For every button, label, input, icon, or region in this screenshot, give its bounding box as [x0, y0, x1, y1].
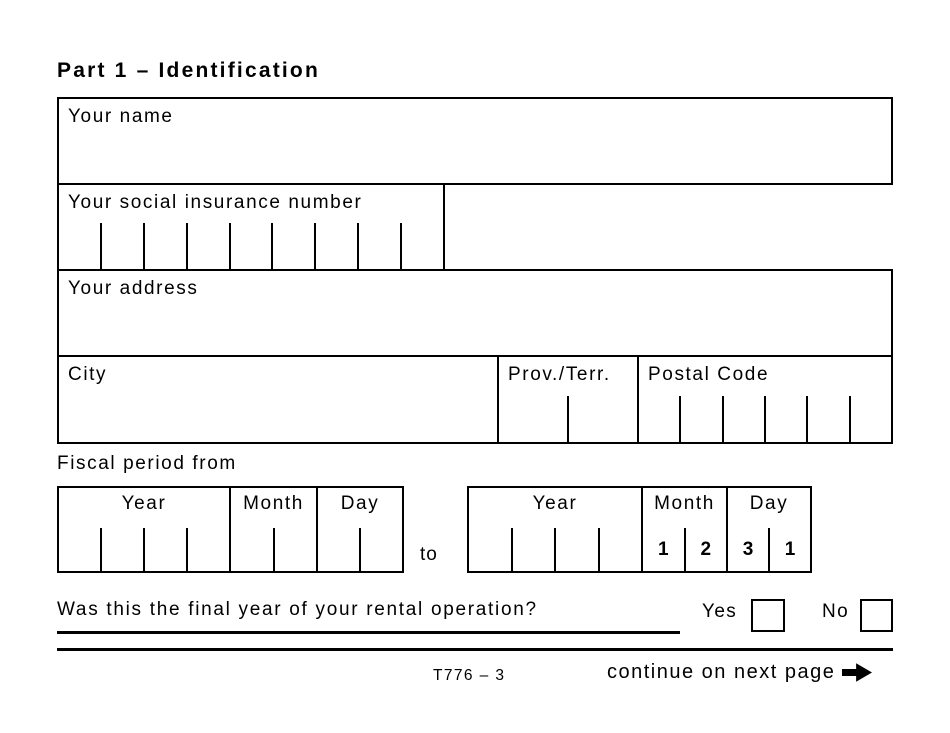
fiscal-period-label: Fiscal period from: [57, 453, 237, 474]
continue-text: continue on next page: [607, 661, 836, 683]
sin-digit-cell[interactable]: [228, 223, 272, 269]
fiscal-end-month-section[interactable]: Month 1 2: [641, 488, 726, 571]
sin-digit-cells: [59, 223, 443, 269]
yes-checkbox[interactable]: [751, 599, 785, 632]
sin-field[interactable]: Your social insurance number: [57, 185, 445, 269]
year-digit-cell[interactable]: [100, 528, 143, 571]
year-header: Year: [121, 493, 167, 514]
sin-digit-cell[interactable]: [142, 223, 186, 269]
day-header: Day: [749, 493, 789, 514]
no-checkbox[interactable]: [860, 599, 893, 632]
right-arrow-icon: [842, 661, 873, 684]
month-header: Month: [654, 493, 715, 514]
postal-code-label: Postal Code: [648, 364, 770, 385]
year-digit-cell[interactable]: [554, 528, 598, 571]
province-field[interactable]: Prov./Terr.: [497, 357, 637, 442]
fiscal-end-year-cells: [469, 528, 641, 571]
year-digit-cell[interactable]: [59, 528, 100, 571]
city-label: City: [68, 364, 108, 385]
postal-char-cell[interactable]: [848, 396, 891, 442]
year-digit-cell[interactable]: [469, 528, 511, 571]
page-title: Part 1 – Identification: [57, 59, 320, 82]
month-digit-cell[interactable]: 2: [683, 528, 727, 571]
fiscal-start-day-cells: [318, 528, 402, 571]
postal-digit-cells: [639, 396, 891, 442]
no-label: No: [822, 601, 850, 622]
month-digit-cell[interactable]: [272, 528, 317, 571]
fiscal-to-label: to: [420, 544, 438, 565]
month-header: Month: [243, 493, 304, 514]
fiscal-start-date-box[interactable]: Year Month Day: [57, 486, 404, 573]
postal-char-cell[interactable]: [721, 396, 764, 442]
sin-label: Your social insurance number: [68, 192, 363, 213]
postal-code-field[interactable]: Postal Code: [637, 357, 891, 442]
province-label: Prov./Terr.: [508, 364, 611, 385]
fiscal-start-month-cells: [231, 528, 316, 571]
sin-digit-cell[interactable]: [400, 223, 443, 269]
city-field[interactable]: City: [59, 357, 497, 442]
fiscal-end-month-cells: 1 2: [643, 528, 726, 571]
sin-digit-cell[interactable]: [99, 223, 143, 269]
continue-next-page: continue on next page: [607, 661, 873, 684]
day-digit-cell[interactable]: [318, 528, 359, 571]
yes-label: Yes: [702, 601, 738, 622]
address-label: Your address: [68, 278, 199, 299]
footer-separator: [57, 648, 893, 651]
year-header: Year: [532, 493, 578, 514]
address-field[interactable]: Your address: [57, 269, 893, 357]
postal-char-cell[interactable]: [806, 396, 848, 442]
day-digit-cell[interactable]: [359, 528, 402, 571]
city-prov-postal-row: City Prov./Terr. Postal Code: [57, 357, 893, 444]
fiscal-end-year-section[interactable]: Year: [469, 488, 641, 571]
name-field[interactable]: Your name: [57, 97, 893, 185]
form-code: T776 – 3: [433, 667, 506, 684]
year-digit-cell[interactable]: [597, 528, 642, 571]
province-digit-cells: [499, 396, 637, 442]
sin-digit-cell[interactable]: [271, 223, 314, 269]
question-underline: [57, 631, 680, 634]
name-label: Your name: [68, 106, 174, 127]
year-digit-cell[interactable]: [186, 528, 229, 571]
year-digit-cell[interactable]: [143, 528, 186, 571]
sin-digit-cell[interactable]: [314, 223, 357, 269]
fiscal-end-date-box[interactable]: Year Month 1 2 Day 3 1: [467, 486, 812, 573]
month-digit-cell[interactable]: [231, 528, 273, 571]
fiscal-end-day-section[interactable]: Day 3 1: [726, 488, 810, 571]
day-header: Day: [340, 493, 380, 514]
province-char-cell[interactable]: [499, 396, 567, 442]
fiscal-start-year-section[interactable]: Year: [59, 488, 229, 571]
sin-digit-cell[interactable]: [59, 223, 100, 269]
fiscal-start-day-section[interactable]: Day: [316, 488, 402, 571]
day-digit-cell[interactable]: 1: [768, 528, 810, 571]
day-digit-cell[interactable]: 3: [742, 538, 754, 560]
final-year-question: Was this the final year of your rental o…: [57, 599, 538, 620]
postal-char-cell[interactable]: [639, 396, 679, 442]
sin-digit-cell[interactable]: [185, 223, 229, 269]
fiscal-start-year-cells: [59, 528, 229, 571]
postal-char-cell[interactable]: [679, 396, 721, 442]
fiscal-end-day-cells: 3 1: [728, 528, 810, 571]
postal-char-cell[interactable]: [763, 396, 806, 442]
month-digit-cell[interactable]: 1: [657, 538, 669, 560]
year-digit-cell[interactable]: [510, 528, 555, 571]
province-char-cell[interactable]: [567, 396, 637, 442]
fiscal-start-month-section[interactable]: Month: [229, 488, 316, 571]
sin-digit-cell[interactable]: [357, 223, 400, 269]
